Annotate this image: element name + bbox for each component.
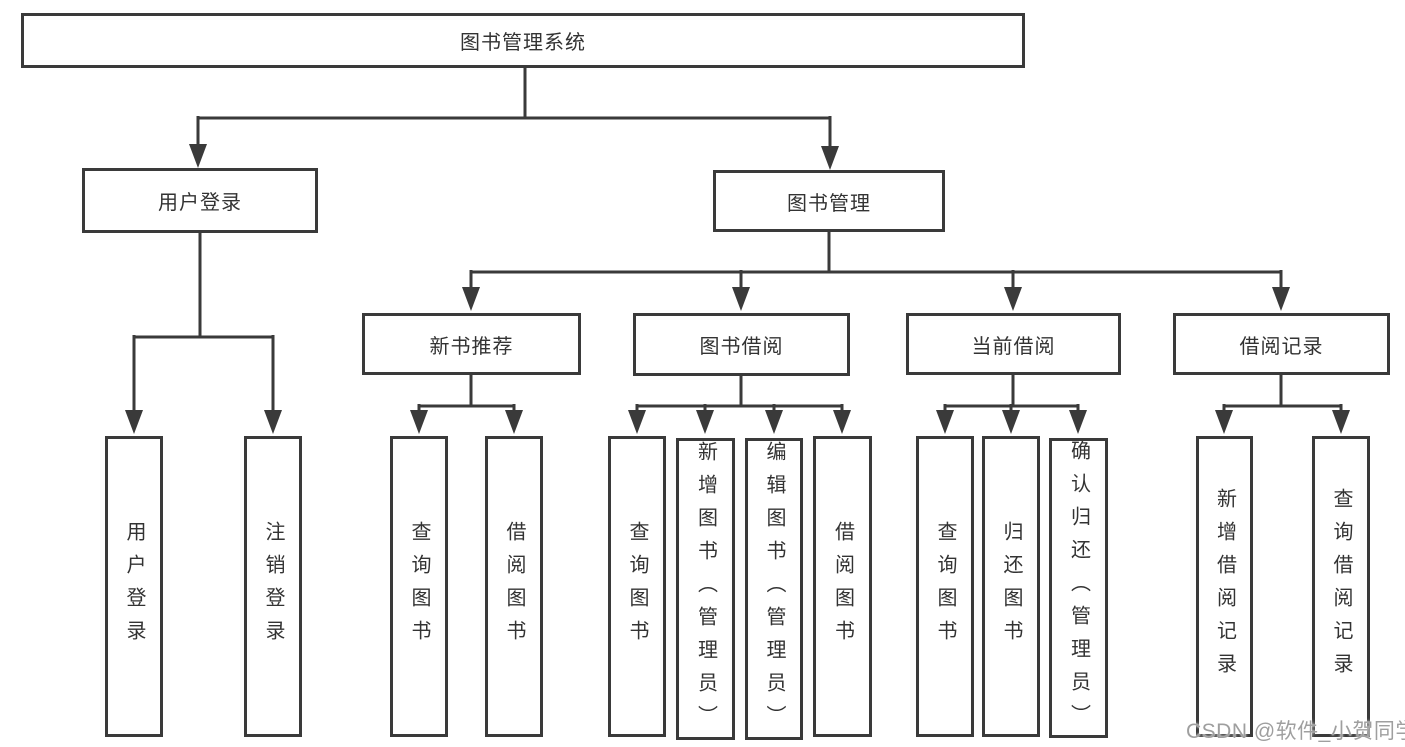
leaf-label: 归还图书 — [1000, 520, 1022, 653]
node-label: 用户登录 — [158, 192, 242, 214]
leaf-label: 借阅图书 — [831, 520, 854, 653]
connector-book-borrowing — [628, 376, 851, 434]
connector-book-management — [462, 232, 1290, 311]
leaf-label: 新增图书（管理员） — [694, 440, 717, 738]
leaf-label: 编辑图书（管理员） — [763, 440, 785, 738]
leaf-borrow-books-newrec: 借阅图书 — [485, 436, 543, 737]
leaf-label: 查询借阅记录 — [1330, 487, 1352, 686]
leaf-add-books-admin: 新增图书（管理员） — [676, 438, 735, 740]
leaf-add-borrow-record: 新增借阅记录 — [1196, 436, 1253, 737]
connector-new-book-recommend — [410, 375, 523, 434]
leaf-label: 查询图书 — [408, 520, 430, 653]
node-borrowing-records: 借阅记录 — [1173, 313, 1390, 375]
node-new-book-recommend: 新书推荐 — [362, 313, 581, 375]
leaf-label: 查询图书 — [934, 520, 956, 653]
connector-root — [189, 68, 839, 170]
leaf-label: 借阅图书 — [503, 520, 525, 653]
node-label: 图书管理 — [787, 192, 871, 215]
leaf-label: 注销登录 — [262, 520, 284, 653]
node-book-management-system: 图书管理系统 — [21, 13, 1025, 68]
leaf-query-borrow-record: 查询借阅记录 — [1312, 436, 1370, 737]
leaf-user-login: 用户登录 — [105, 436, 163, 737]
node-book-management: 图书管理 — [713, 170, 945, 232]
node-current-borrowing: 当前借阅 — [906, 313, 1121, 375]
leaf-query-books-current: 查询图书 — [916, 436, 974, 737]
leaf-label: 新增借阅记录 — [1213, 487, 1236, 686]
leaf-edit-books-admin: 编辑图书（管理员） — [745, 438, 803, 740]
connector-borrowing-records — [1215, 375, 1350, 434]
leaf-query-books-borrow: 查询图书 — [608, 436, 666, 737]
node-label: 借阅记录 — [1239, 335, 1324, 358]
connector-current-borrowing — [936, 375, 1087, 434]
leaf-confirm-return-admin: 确认归还（管理员） — [1049, 438, 1108, 738]
leaf-return-books: 归还图书 — [982, 436, 1040, 737]
node-book-borrowing: 图书借阅 — [633, 313, 850, 376]
leaf-query-books-newrec: 查询图书 — [390, 436, 448, 737]
leaf-label: 确认归还（管理员） — [1067, 439, 1090, 737]
leaf-label: 用户登录 — [123, 520, 145, 653]
connector-user-login — [125, 233, 282, 434]
node-label: 新书推荐 — [429, 335, 514, 358]
node-label: 当前借阅 — [971, 335, 1056, 358]
node-label: 图书借阅 — [699, 336, 784, 358]
leaf-label: 查询图书 — [626, 520, 648, 653]
node-user-login: 用户登录 — [82, 168, 318, 233]
leaf-borrow-books-borrow: 借阅图书 — [813, 436, 872, 737]
node-label: 图书管理系统 — [460, 32, 586, 54]
leaf-logout-login: 注销登录 — [244, 436, 302, 737]
watermark: CSDN @软件_小贺同学 — [1186, 720, 1405, 743]
